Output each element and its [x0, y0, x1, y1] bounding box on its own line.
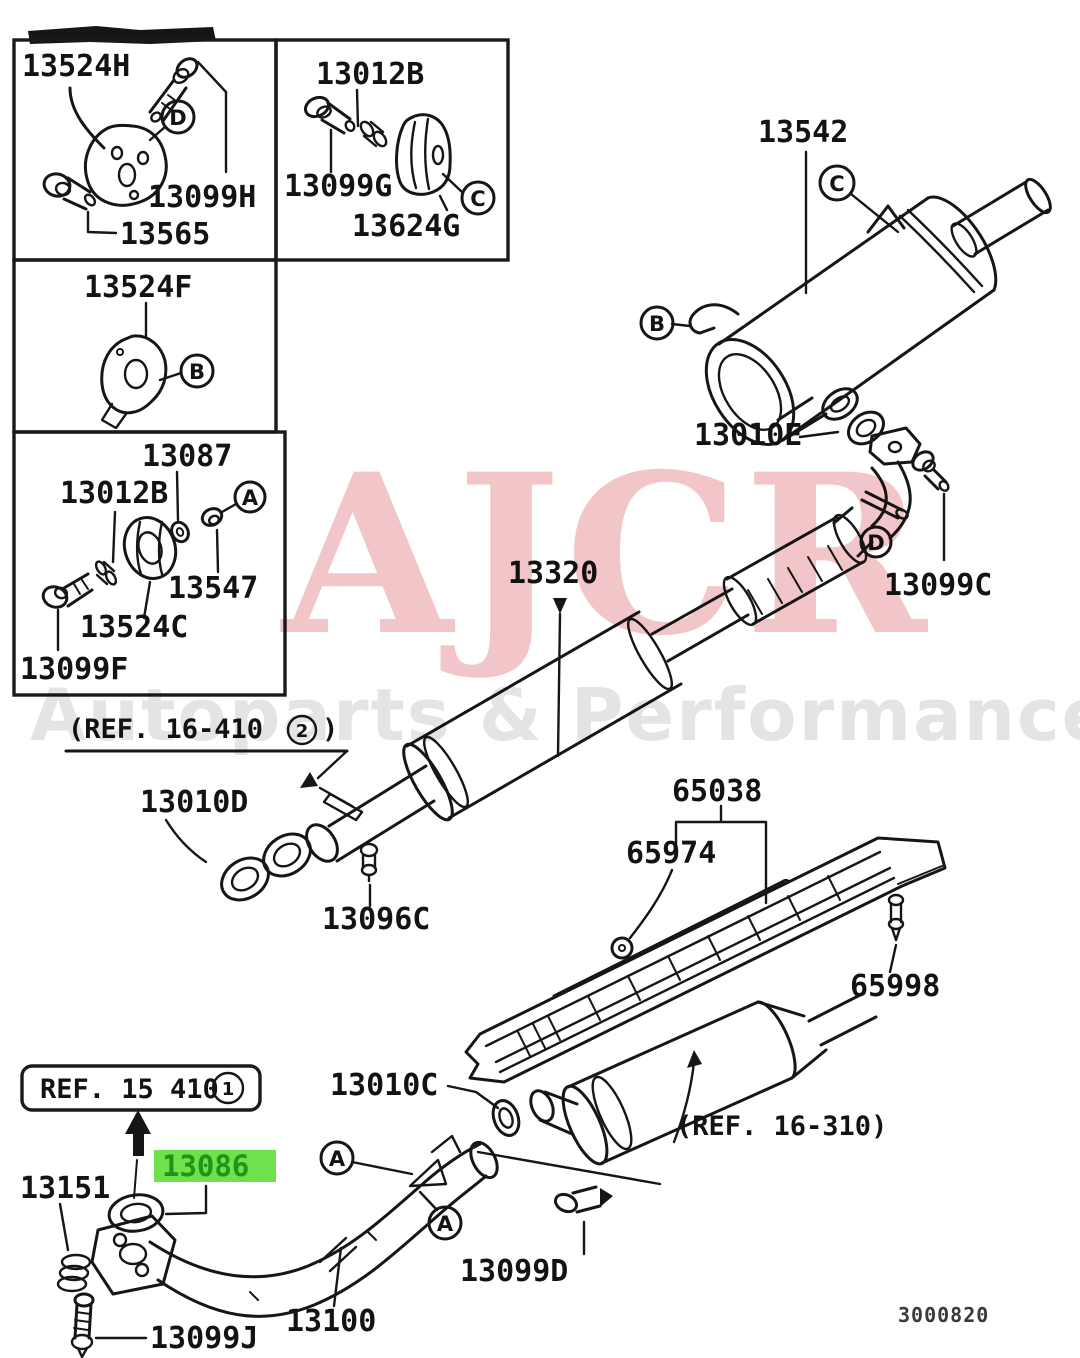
watermark: AJCR Autoparts & Performance — [30, 425, 1080, 757]
part-label-13542: 13542 — [758, 115, 848, 150]
part-label-13524F: 13524F — [84, 270, 192, 305]
part-label-13087: 13087 — [142, 439, 232, 474]
hanger-13524C-art — [41, 470, 238, 652]
part-label-13096C: 13096C — [322, 902, 430, 937]
part-label-13524C: 13524C — [80, 610, 188, 645]
part-label-13012B-box4: 13012B — [60, 476, 168, 511]
part-label-13151: 13151 — [20, 1171, 110, 1206]
part-label-13099F: 13099F — [20, 652, 128, 687]
callout-letter-A-pipe1: A — [329, 1147, 346, 1171]
callout-letter-A: A — [242, 486, 259, 510]
muffler-13542-art — [670, 150, 1052, 562]
doc-code: 3000820 — [898, 1303, 989, 1327]
heat-shield-65038-art — [464, 804, 947, 1084]
ref-15-410-number: 1 — [222, 1079, 235, 1100]
callout-letter-B: B — [189, 360, 205, 384]
front-pipe-13100-art — [56, 1110, 499, 1358]
ref-15-410-text: REF. 15 410 — [40, 1074, 219, 1105]
part-label-13100: 13100 — [286, 1304, 376, 1339]
callout-circle-C-box2 — [460, 180, 496, 216]
ref-15-410-box — [20, 1064, 262, 1112]
ref-16-410-number: 2 — [296, 721, 309, 742]
callout-circle-B-muffler — [639, 305, 675, 341]
callout-circle-A-pipe1 — [319, 1140, 355, 1176]
watermark-brand: AJCR — [280, 425, 931, 684]
callout-circle-D-pipe — [859, 525, 893, 559]
ref-16-410-circled-number — [286, 714, 318, 746]
part-label-13099G: 13099G — [284, 169, 392, 204]
callout-letter-B-muffler: B — [649, 312, 665, 336]
part-label-13547: 13547 — [168, 571, 258, 606]
part-label-13010D: 13010D — [140, 785, 248, 820]
callout-letter-C-muffler: C — [829, 172, 844, 196]
part-label-13565: 13565 — [120, 217, 210, 252]
callout-letter-C: C — [470, 187, 485, 211]
ref-16-410-note — [64, 749, 364, 822]
part-label-13086-highlighted: 13086 — [162, 1149, 249, 1183]
callout-circle-C-muffler — [818, 164, 856, 202]
part-label-13099H: 13099H — [148, 180, 256, 215]
part-label-13010C: 13010C — [330, 1068, 438, 1103]
callout-letter-D: D — [169, 106, 186, 130]
callout-letter-D-pipe: D — [867, 531, 884, 555]
part-label-65998: 65998 — [850, 969, 940, 1004]
callout-circle-B-box3 — [179, 353, 215, 389]
callout-letter-A-pipe2: A — [437, 1212, 454, 1236]
watermark-tagline: Autoparts & Performance — [30, 673, 1080, 757]
center-exhaust-pipe-13320-art — [164, 506, 874, 908]
hanger-rubber-13624G-art — [303, 88, 464, 212]
part-label-13524H: 13524H — [22, 49, 130, 84]
hanger-bracket-13524H-art — [42, 57, 228, 235]
part-label-13010E: 13010E — [694, 418, 802, 453]
callout-circle-D-box1 — [160, 99, 196, 135]
part-label-13099J: 13099J — [150, 1321, 258, 1356]
part-label-65974: 65974 — [626, 836, 716, 871]
part-label-13012B-box2: 13012B — [316, 57, 424, 92]
part-label-13624G: 13624G — [352, 209, 460, 244]
highlight-box-13086 — [154, 1150, 276, 1182]
part-label-13320: 13320 — [508, 556, 598, 591]
callout-circle-A-box4 — [233, 480, 267, 514]
hanger-13524F-art — [100, 301, 183, 430]
part-label-13099C: 13099C — [884, 568, 992, 603]
detail-box-4 — [12, 430, 287, 697]
detail-box-2 — [274, 38, 510, 262]
part-label-13099D: 13099D — [460, 1254, 568, 1289]
ref-16-410-close-paren: ) — [322, 714, 338, 745]
ref-16-410-text: (REF. 16-410 — [68, 714, 263, 745]
ref-16-310-text: (REF. 16-310) — [676, 1111, 887, 1142]
part-label-65038: 65038 — [672, 774, 762, 809]
catalyst-pipe-ref-16-310-art — [350, 878, 878, 1256]
ref-15-410-circled-number — [211, 1071, 245, 1105]
